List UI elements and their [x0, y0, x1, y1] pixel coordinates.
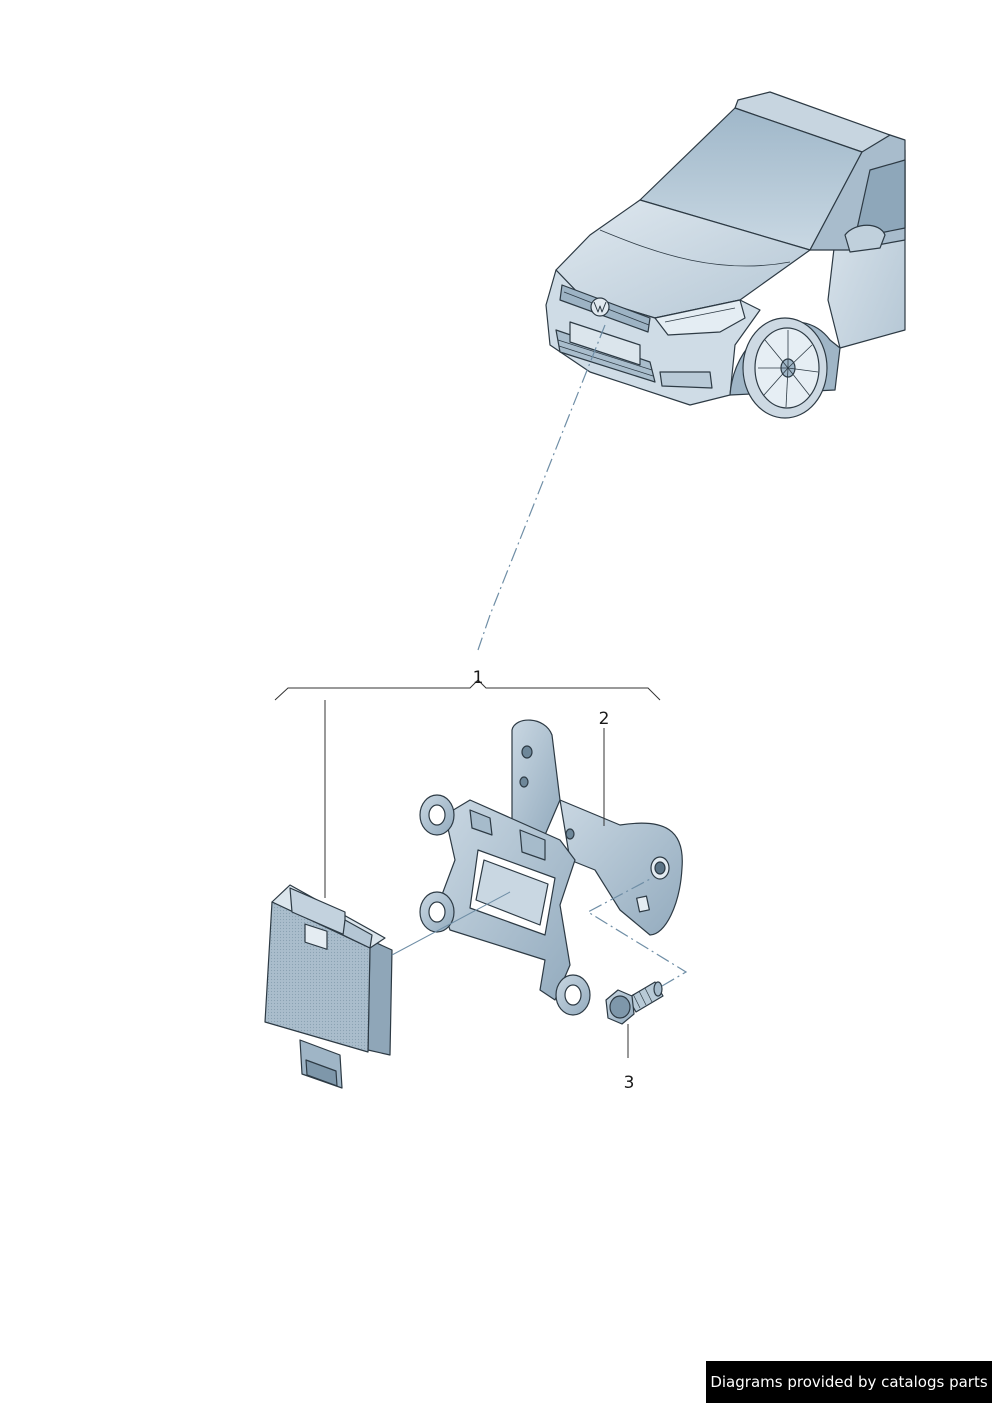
callout-2: 2 — [599, 709, 610, 729]
vehicle-front — [545, 91, 906, 419]
projection-line — [477, 324, 606, 651]
mounting-bracket — [419, 719, 683, 1016]
callout-1-bracket — [274, 679, 661, 898]
credit-banner: Diagrams provided by catalogs parts — [706, 1361, 992, 1403]
radar-sensor-control-unit — [264, 884, 393, 1089]
hex-bolt — [605, 981, 664, 1025]
callout-3: 3 — [624, 1073, 635, 1093]
callout-1: 1 — [473, 668, 484, 688]
sensor-to-bracket-line — [391, 891, 511, 956]
bolt-path-line — [586, 877, 688, 987]
